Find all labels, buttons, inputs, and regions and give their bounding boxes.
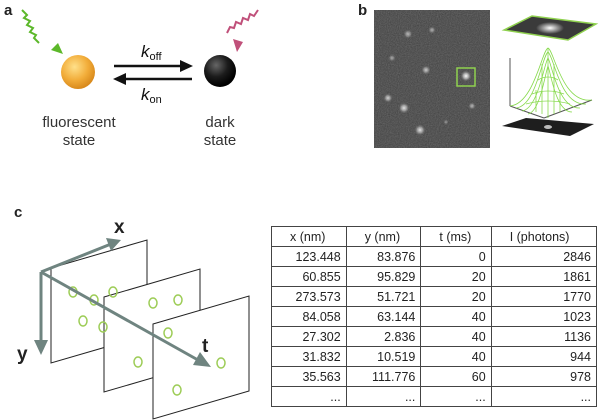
table-cell: 60.855 bbox=[271, 266, 347, 287]
panel-label-c: c bbox=[14, 204, 23, 221]
table-cell: 1023 bbox=[490, 306, 598, 327]
k-off-label: koff bbox=[141, 42, 162, 63]
panel-label-b: b bbox=[358, 2, 368, 19]
fluorescent-molecule bbox=[61, 55, 95, 89]
k-on-arrow bbox=[113, 73, 192, 85]
table-cell: 40 bbox=[420, 326, 492, 347]
table-cell: 1136 bbox=[490, 326, 598, 347]
dark-label-line2: state bbox=[203, 132, 237, 149]
frame-3-spots bbox=[172, 357, 226, 396]
k-on-label: kon bbox=[141, 85, 162, 106]
table-cell: 83.876 bbox=[345, 246, 422, 267]
x-axis-label: x bbox=[114, 217, 125, 238]
excitation-arrow-icon bbox=[21, 9, 63, 54]
table-cell: 51.721 bbox=[345, 286, 422, 307]
table-cell: 978 bbox=[490, 366, 598, 387]
table-cell: ... bbox=[490, 386, 598, 407]
table-cell: 84.058 bbox=[271, 306, 347, 327]
table-cell: 40 bbox=[420, 346, 492, 367]
frame-2-spots bbox=[133, 294, 183, 368]
table-cell: 1861 bbox=[490, 266, 598, 287]
table-row: 27.302 2.836 40 1136 bbox=[271, 326, 598, 347]
table-cell: ... bbox=[345, 386, 422, 407]
column-header: y (nm) bbox=[345, 226, 422, 247]
table-cell: 31.832 bbox=[271, 346, 347, 367]
column-header: x (nm) bbox=[271, 226, 347, 247]
column-header: I (photons) bbox=[490, 226, 598, 247]
table-cell: 35.563 bbox=[271, 366, 347, 387]
table-cell: 944 bbox=[490, 346, 598, 367]
time-series-diagram: x y t bbox=[17, 217, 250, 420]
psf-3d-plot bbox=[501, 15, 599, 136]
y-axis-label: y bbox=[17, 344, 28, 365]
microscopy-image bbox=[374, 10, 490, 148]
table-cell: 63.144 bbox=[345, 306, 422, 327]
dark-molecule bbox=[204, 55, 236, 87]
table-row: 84.058 63.144 40 1023 bbox=[271, 306, 598, 327]
column-header: t (ms) bbox=[420, 226, 492, 247]
dark-label-line1: dark bbox=[205, 114, 235, 131]
table-cell: 27.302 bbox=[271, 326, 347, 347]
table-cell: ... bbox=[271, 386, 347, 407]
fluorescent-label-line1: fluorescent bbox=[42, 114, 116, 131]
localization-table: x (nm) y (nm) t (ms) I (photons) 123.448… bbox=[271, 226, 598, 407]
y-axis-arrow bbox=[34, 272, 48, 355]
k-off-arrow bbox=[114, 60, 193, 72]
state-diagram: koff kon bbox=[21, 9, 259, 106]
panel-label-a: a bbox=[4, 2, 13, 19]
table-cell: 10.519 bbox=[345, 346, 422, 367]
table-cell: 40 bbox=[420, 306, 492, 327]
fluorescent-state-label: fluorescent state bbox=[14, 114, 144, 150]
table-cell: 111.776 bbox=[345, 366, 422, 387]
table-cell: ... bbox=[420, 386, 492, 407]
table-row: 273.573 51.721 20 1770 bbox=[271, 286, 598, 307]
table-cell: 95.829 bbox=[345, 266, 422, 287]
table-cell: 60 bbox=[420, 366, 492, 387]
table-cell: 2.836 bbox=[345, 326, 422, 347]
table-cell: 20 bbox=[420, 286, 492, 307]
table-row: 123.448 83.876 0 2846 bbox=[271, 246, 598, 267]
table-cell: 123.448 bbox=[271, 246, 347, 267]
table-cell: 0 bbox=[420, 246, 492, 267]
table-row: 35.563 111.776 60 978 bbox=[271, 366, 598, 387]
table-cell: 2846 bbox=[490, 246, 598, 267]
table-row: 60.855 95.829 20 1861 bbox=[271, 266, 598, 287]
emission-arrow-icon bbox=[226, 9, 259, 52]
table-header-row: x (nm) y (nm) t (ms) I (photons) bbox=[271, 226, 598, 247]
x-axis-arrow bbox=[40, 238, 121, 274]
dark-state-label: dark state bbox=[180, 114, 260, 150]
table-cell: 1770 bbox=[490, 286, 598, 307]
table-cell: 273.573 bbox=[271, 286, 347, 307]
fluorescent-label-line2: state bbox=[62, 132, 96, 149]
t-axis-label: t bbox=[202, 336, 209, 357]
t-axis-arrow bbox=[40, 270, 211, 367]
table-row: 31.832 10.519 40 944 bbox=[271, 346, 598, 367]
table-cell: 20 bbox=[420, 266, 492, 287]
table-row: ... ... ... ... bbox=[271, 386, 598, 407]
selection-box bbox=[456, 67, 476, 87]
